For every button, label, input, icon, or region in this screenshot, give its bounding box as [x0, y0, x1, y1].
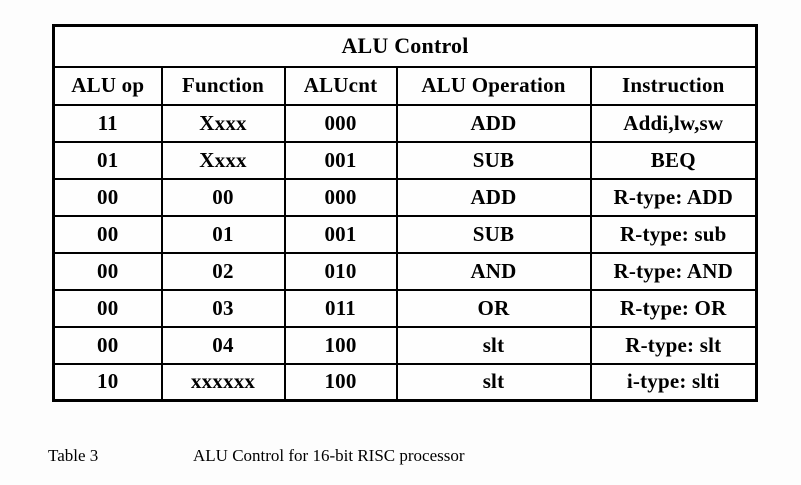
table-title: ALU Control [52, 24, 758, 68]
table-cell: Xxxx [160, 140, 286, 180]
table-cell: 000 [283, 177, 398, 217]
table-cell: ADD [395, 103, 592, 143]
caption-label: Table 3 [48, 446, 99, 465]
table-cell: xxxxxx [160, 362, 286, 402]
table-cell: 00 [52, 251, 163, 291]
table-cell: OR [395, 288, 592, 328]
table-cell: R-type: sub [589, 214, 758, 254]
table-cell: 00 [52, 288, 163, 328]
table-cell: BEQ [589, 140, 758, 180]
table-title-row: ALU Control [52, 24, 758, 68]
column-header: ALU Operation [395, 65, 592, 106]
table-cell: slt [395, 325, 592, 365]
table-cell: 100 [283, 362, 398, 402]
table-cell: 001 [283, 140, 398, 180]
table-cell: 010 [283, 251, 398, 291]
table-cell: 00 [160, 177, 286, 217]
table-cell: 001 [283, 214, 398, 254]
table-cell: i-type: slti [589, 362, 758, 402]
table-cell: R-type: slt [589, 325, 758, 365]
table-cell: SUB [395, 214, 592, 254]
table-caption: Table 3 ALU Control for 16-bit RISC proce… [48, 446, 465, 466]
table-cell: R-type: AND [589, 251, 758, 291]
table-cell: ADD [395, 177, 592, 217]
table-cell: 00 [52, 214, 163, 254]
table-cell: Addi,lw,sw [589, 103, 758, 143]
table-cell: 10 [52, 362, 163, 402]
table-cell: Xxxx [160, 103, 286, 143]
table-cell: 100 [283, 325, 398, 365]
table-cell: 00 [52, 177, 163, 217]
table-cell: 02 [160, 251, 286, 291]
column-header: ALU op [52, 65, 163, 106]
table-cell: 11 [52, 103, 163, 143]
column-header: ALUcnt [283, 65, 398, 106]
table-cell: 000 [283, 103, 398, 143]
table-cell: SUB [395, 140, 592, 180]
table-cell: 03 [160, 288, 286, 328]
caption-text: ALU Control for 16-bit RISC processor [193, 446, 465, 465]
table-cell: R-type: OR [589, 288, 758, 328]
table-cell: 01 [52, 140, 163, 180]
table-cell: R-type: ADD [589, 177, 758, 217]
column-header: Function [160, 65, 286, 106]
table-cell: 011 [283, 288, 398, 328]
table-cell: slt [395, 362, 592, 402]
table-cell: 04 [160, 325, 286, 365]
table-cell: 01 [160, 214, 286, 254]
table-cell: AND [395, 251, 592, 291]
table-cell: 00 [52, 325, 163, 365]
column-header: Instruction [589, 65, 758, 106]
